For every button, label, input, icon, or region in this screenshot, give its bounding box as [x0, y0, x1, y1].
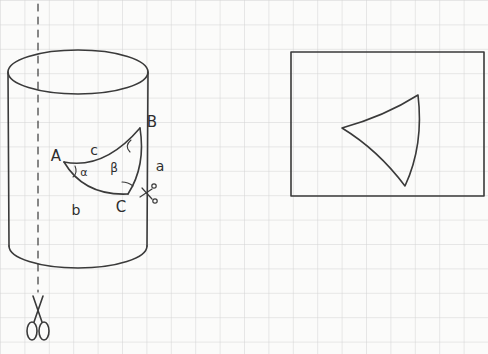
vertex-label: B — [147, 115, 157, 130]
scissors-symbol — [27, 296, 49, 340]
vertex-label: C — [116, 200, 126, 215]
vertex-label: β — [110, 162, 118, 174]
triangle-side — [64, 128, 140, 163]
cylinder-side — [147, 72, 148, 246]
vertex-label: c — [90, 143, 98, 157]
vertex-label: a — [156, 159, 165, 173]
cylinder-bottom — [9, 246, 147, 268]
angle-arc — [127, 140, 131, 152]
vertex-label: α — [80, 167, 87, 178]
angle-arc — [122, 182, 133, 186]
cylinder-top — [8, 50, 148, 94]
unrolled-sheet — [291, 52, 484, 196]
cylinder-side — [8, 72, 9, 246]
vertex-label: b — [72, 203, 81, 217]
triangle-side — [64, 162, 128, 194]
angle-arc — [73, 166, 76, 177]
vertex-label: A — [51, 149, 61, 164]
scissors-mark — [140, 184, 157, 203]
cut-line — [37, 4, 38, 292]
unrolled-triangle — [342, 95, 419, 186]
